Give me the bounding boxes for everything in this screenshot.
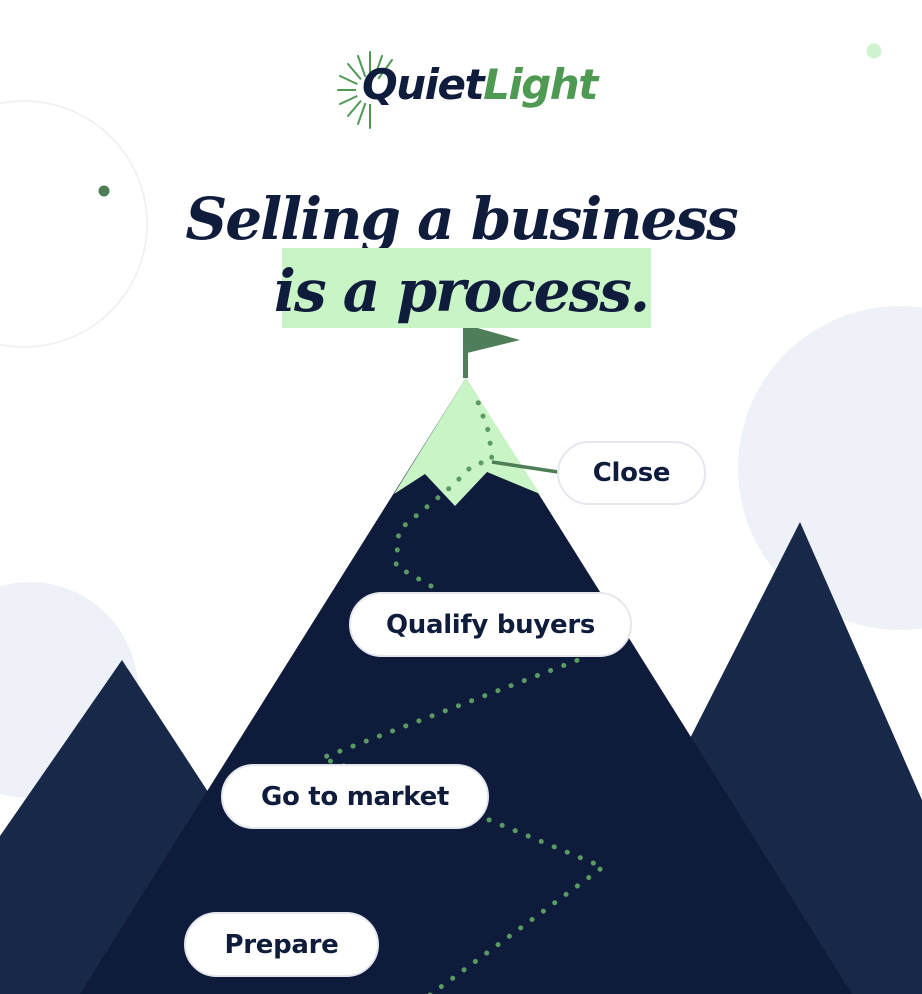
step-prepare-label: Prepare (184, 912, 379, 977)
logo-wordmark: QuietLight (362, 64, 598, 106)
mountain-main (80, 378, 852, 994)
flag-icon (463, 322, 520, 378)
close-connector (491, 460, 559, 474)
outline-circle-left (0, 100, 148, 348)
dot-mint (866, 43, 882, 59)
mountain-snowcap (394, 378, 540, 506)
logo: QuietLight (336, 48, 598, 132)
step-qualify-buyers-label: Qualify buyers (349, 592, 632, 657)
headline-line-2: is a process. (273, 257, 650, 325)
step-go-to-market-label: Go to market (221, 764, 489, 829)
trail-path (314, 399, 609, 994)
dot-green (98, 185, 110, 197)
headline-highlight (282, 248, 651, 328)
headline-line-1: Selling a business (185, 185, 738, 253)
logo-word-light: Light (483, 60, 598, 109)
step-close-label: Close (557, 441, 706, 505)
bg-circle-right (738, 306, 922, 630)
logo-word-quiet: Quiet (362, 60, 485, 109)
sunburst-icon (337, 51, 393, 129)
